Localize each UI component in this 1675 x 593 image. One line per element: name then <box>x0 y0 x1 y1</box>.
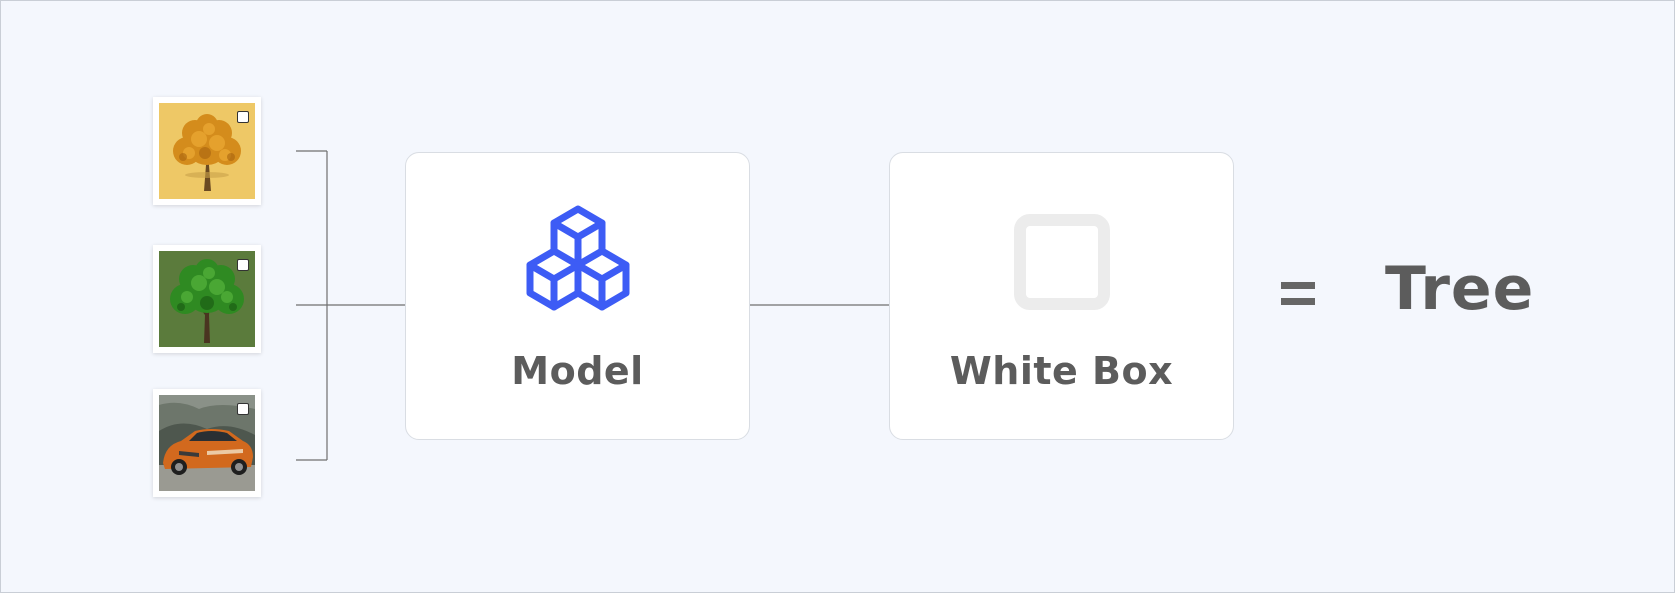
select-checkbox[interactable] <box>237 403 249 415</box>
result-label: Tree <box>1385 254 1535 324</box>
input-thumbnail-autumn-tree[interactable] <box>153 97 261 205</box>
white-box-card: White Box <box>889 152 1234 440</box>
model-card: Model <box>405 152 750 440</box>
select-checkbox[interactable] <box>237 111 249 123</box>
input-thumbnail-orange-car[interactable] <box>153 389 261 497</box>
white-box-label: White Box <box>949 349 1174 393</box>
green-tree-image <box>159 251 255 347</box>
equals-sign <box>1278 268 1320 312</box>
input-thumbnail-green-tree[interactable] <box>153 245 261 353</box>
model-label: Model <box>511 349 644 393</box>
select-checkbox[interactable] <box>237 259 249 271</box>
cubes-icon <box>526 205 629 311</box>
empty-square-icon <box>1013 214 1110 310</box>
orange-car-image <box>159 395 255 491</box>
